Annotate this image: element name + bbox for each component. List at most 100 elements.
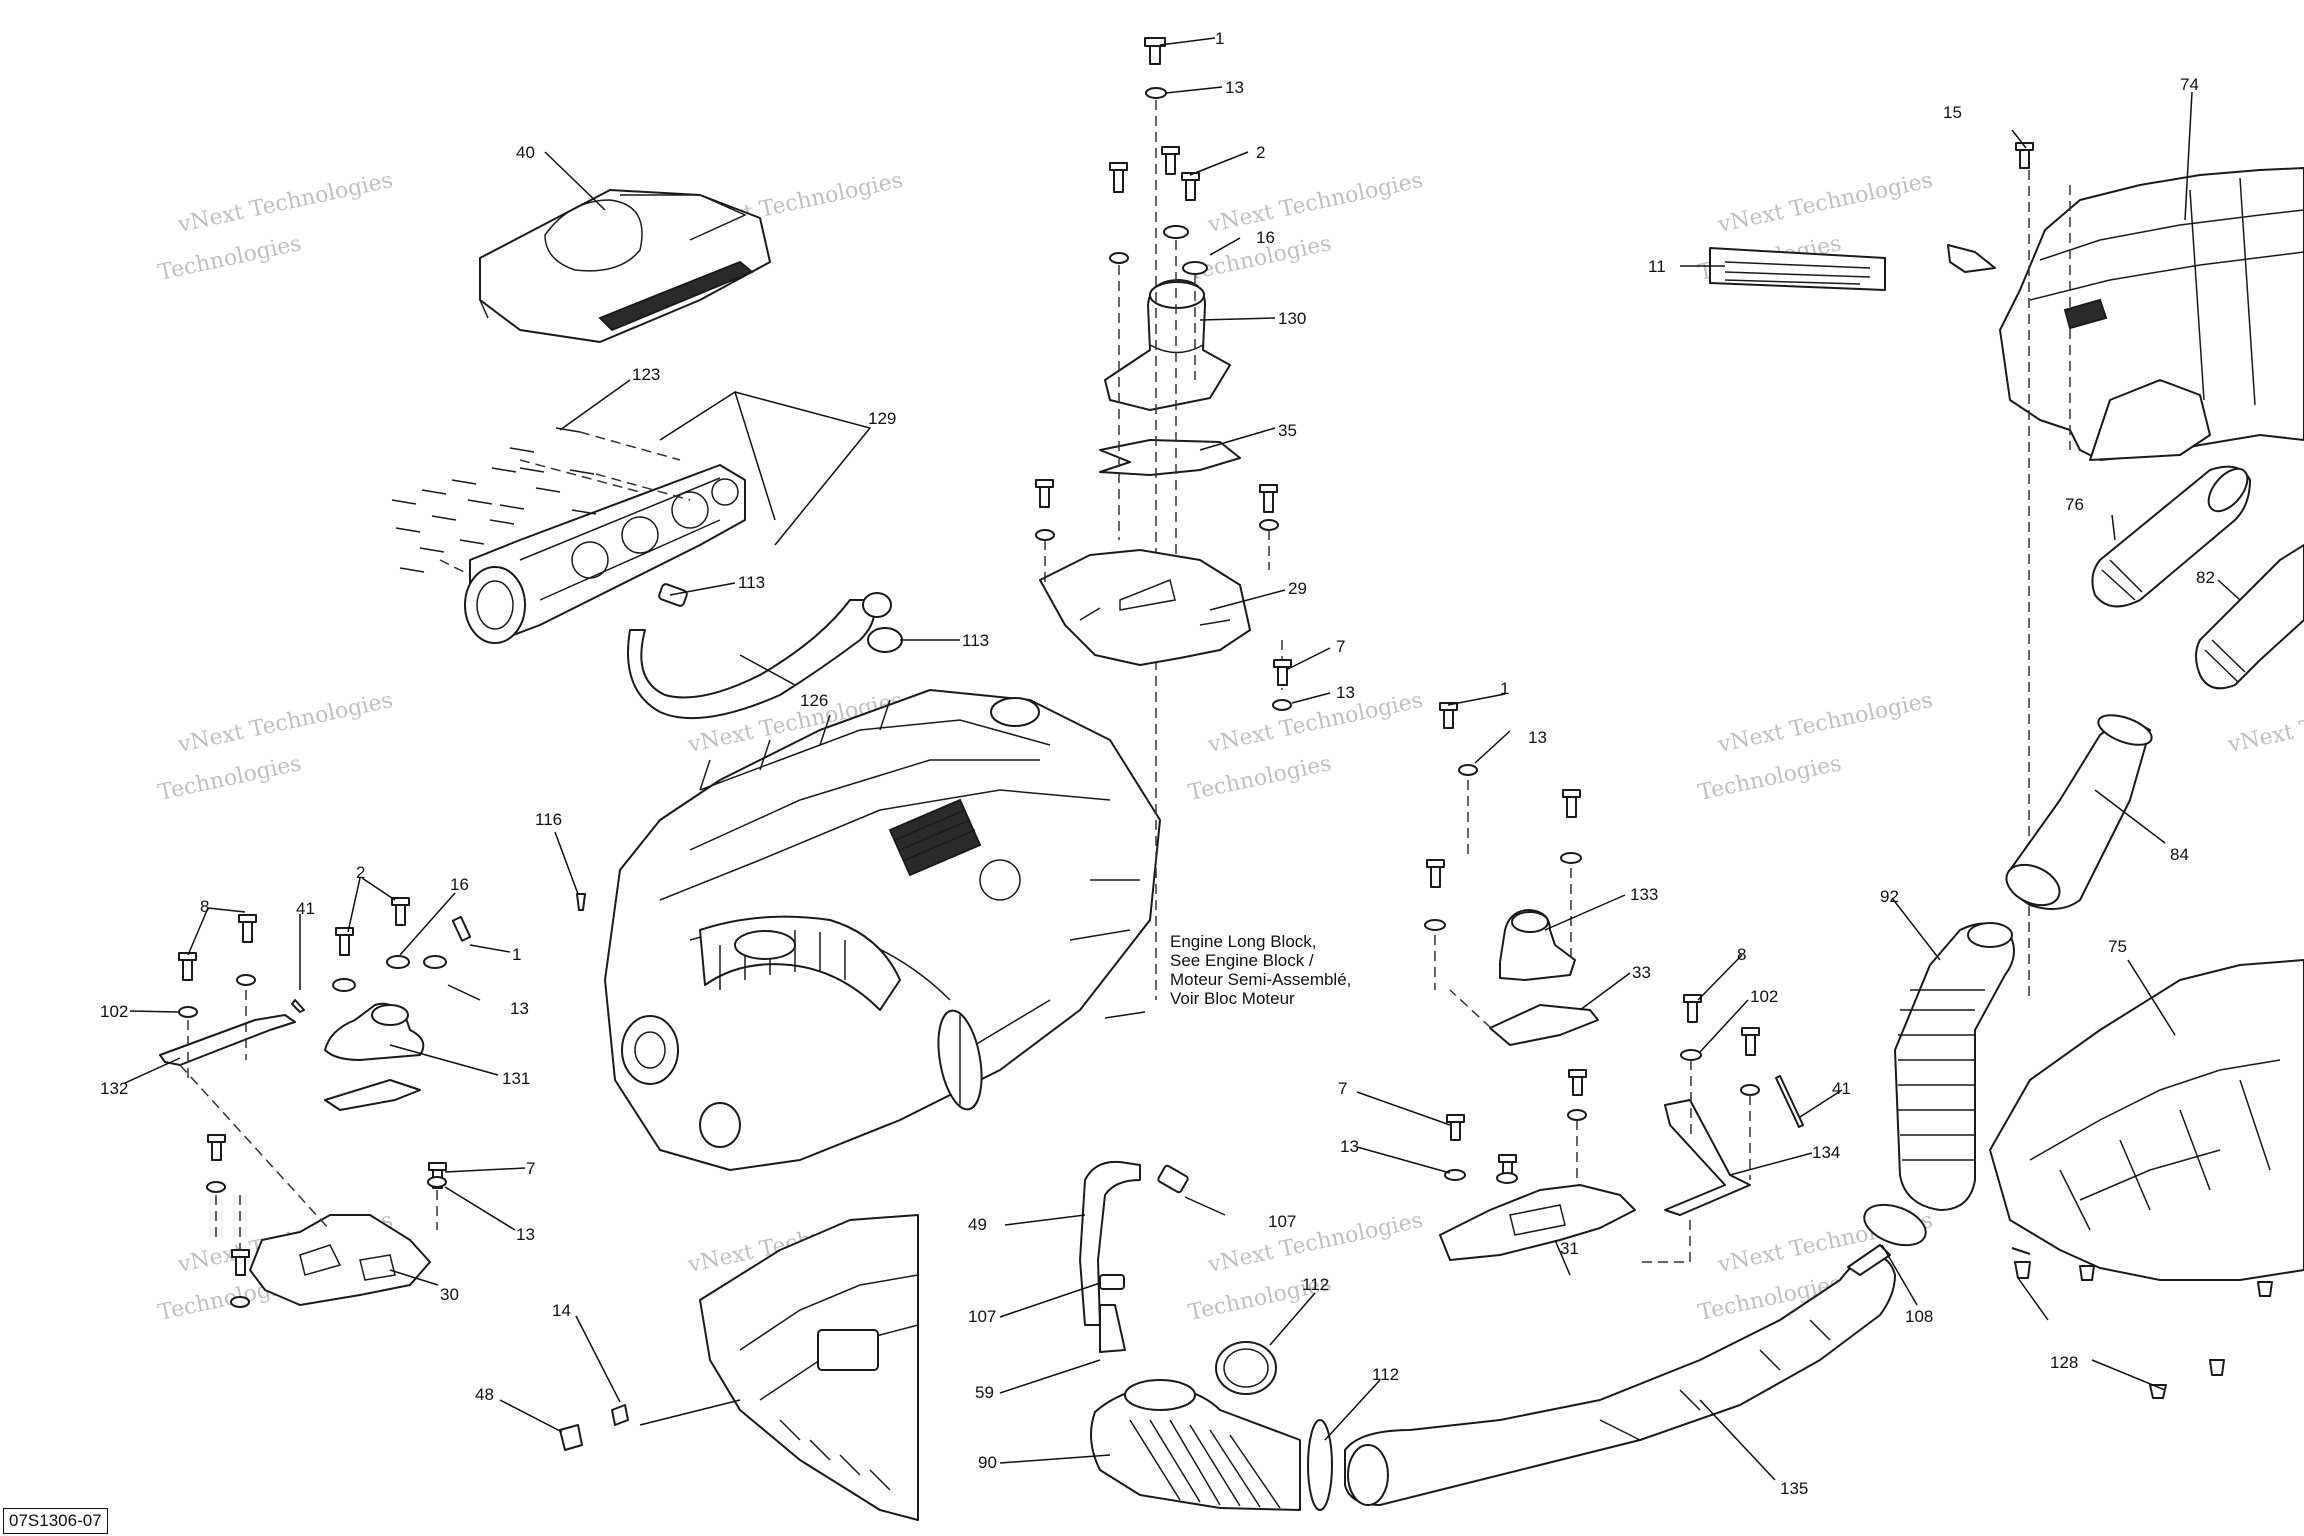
- callout-92: 92: [1880, 887, 1899, 906]
- decal-label-part: [1709, 244, 1996, 291]
- callout-131: 131: [502, 1069, 530, 1088]
- callout-2: 2: [1256, 143, 1265, 162]
- callout-13: 13: [1225, 78, 1244, 97]
- watermark-text: Technologies: [1186, 751, 1334, 806]
- callout-107: 107: [1268, 1212, 1296, 1231]
- small-parts-14-48: [559, 893, 629, 1451]
- watermark-text: vNext Technologies: [1715, 688, 1935, 758]
- callout-2: 2: [356, 863, 365, 882]
- callout-41: 41: [1832, 1079, 1851, 1098]
- callout-107: 107: [968, 1307, 996, 1326]
- engine-long-block: [604, 689, 1161, 1171]
- watermarks: vNext Technologies Technologies vNext Te…: [156, 168, 2304, 1326]
- watermark-text: vNext Technologies: [1205, 168, 1425, 238]
- intake-manifold-part: [464, 464, 746, 644]
- callout-49: 49: [968, 1215, 987, 1234]
- callout-128: 128: [2050, 1353, 2078, 1372]
- lower-hoses: [1079, 1160, 1927, 1511]
- watermark-text: vNext Technologies: [2225, 688, 2304, 758]
- callout-116: 116: [535, 810, 562, 829]
- callout-1: 1: [512, 945, 521, 964]
- callout-7: 7: [526, 1159, 535, 1178]
- callout-11: 11: [1648, 257, 1666, 276]
- callout-113: 113: [962, 631, 989, 650]
- callout-59: 59: [975, 1383, 994, 1402]
- callout-7: 7: [1338, 1079, 1347, 1098]
- air-tray-75-part: [1989, 959, 2304, 1281]
- callout-41: 41: [296, 899, 315, 918]
- callout-74: 74: [2180, 75, 2199, 94]
- right-mount-stack: [1424, 702, 1804, 1263]
- watermark-text: vNext Technologies: [1205, 1208, 1425, 1278]
- callout-16: 16: [450, 875, 469, 894]
- watermark-text: vNext Technologies: [175, 168, 395, 238]
- callout-30: 30: [440, 1285, 459, 1304]
- callout-13: 13: [1336, 683, 1355, 702]
- watermark-text: Technologies: [156, 231, 304, 286]
- callout-16: 16: [1256, 228, 1275, 247]
- watermark-text: vNext Technologies: [1205, 688, 1425, 758]
- callout-102: 102: [1750, 987, 1778, 1006]
- callout-14: 14: [552, 1301, 571, 1320]
- callout-134: 134: [1812, 1143, 1840, 1162]
- callout-7: 7: [1336, 637, 1345, 656]
- engine-note-line-1: Engine Long Block,: [1170, 932, 1317, 951]
- callout-82: 82: [2196, 568, 2215, 587]
- callout-133: 133: [1630, 885, 1658, 904]
- callout-76: 76: [2065, 495, 2084, 514]
- watermark-text: Technologies: [156, 751, 304, 806]
- watermark-text: vNext Technologies: [1715, 168, 1935, 238]
- callout-130: 130: [1278, 309, 1306, 328]
- engine-cover-part: [479, 189, 771, 343]
- callout-123: 123: [632, 365, 660, 384]
- callout-13: 13: [1340, 1137, 1359, 1156]
- callout-90: 90: [978, 1453, 997, 1472]
- callout-35: 35: [1278, 421, 1297, 440]
- callout-135: 135: [1780, 1479, 1808, 1498]
- callout-108: 108: [1905, 1307, 1933, 1326]
- callout-labels: 1 13 2 16 130 35 29 7 13 40 123 129 113 …: [100, 29, 2215, 1498]
- callout-126: 126: [800, 691, 828, 710]
- leader-lines: [124, 37, 2241, 1481]
- callout-112: 112: [1302, 1275, 1329, 1294]
- engine-note: Engine Long Block, See Engine Block / Mo…: [1170, 932, 1351, 1008]
- diagram-code-label: 07S1306-07: [3, 1508, 108, 1534]
- manifold-bolts: [391, 427, 691, 576]
- callout-1: 1: [1215, 29, 1224, 48]
- callout-29: 29: [1288, 579, 1307, 598]
- engine-note-line-2: See Engine Block /: [1170, 951, 1314, 970]
- callout-33: 33: [1632, 963, 1651, 982]
- callout-129: 129: [868, 409, 896, 428]
- callout-8: 8: [200, 897, 209, 916]
- lower-tray-part: [699, 1214, 919, 1521]
- bellows-92-part: [1894, 922, 2015, 1211]
- intake-tube-76-part: [2091, 465, 2251, 608]
- callout-48: 48: [475, 1385, 494, 1404]
- callout-112: 112: [1372, 1365, 1399, 1384]
- callout-40: 40: [516, 143, 535, 162]
- callout-1: 1: [1500, 679, 1509, 698]
- left-mount-stack: [159, 897, 472, 1308]
- callout-102: 102: [100, 1002, 128, 1021]
- intake-funnel-84-part: [2005, 714, 2153, 910]
- center-mount-stack: [1035, 37, 1292, 1000]
- watermark-text: Technologies: [1696, 751, 1844, 806]
- fastener-128-parts: [2011, 1247, 2273, 1399]
- watermark-text: vNext Technologies: [175, 688, 395, 758]
- callout-13: 13: [1528, 728, 1547, 747]
- callout-8: 8: [1737, 945, 1746, 964]
- callout-113: 113: [738, 573, 765, 592]
- callout-75: 75: [2108, 937, 2127, 956]
- callout-132: 132: [100, 1079, 128, 1098]
- callout-31: 31: [1560, 1239, 1579, 1258]
- engine-note-line-4: Voir Bloc Moteur: [1170, 989, 1295, 1008]
- callout-13: 13: [510, 999, 529, 1018]
- air-box-part: [1999, 142, 2304, 1000]
- engine-note-line-3: Moteur Semi-Assemblé,: [1170, 970, 1351, 989]
- callout-13: 13: [516, 1225, 535, 1244]
- breather-hose-part: [627, 583, 903, 720]
- callout-84: 84: [2170, 845, 2189, 864]
- callout-15: 15: [1943, 103, 1962, 122]
- intake-tube-82-part: [2195, 544, 2304, 690]
